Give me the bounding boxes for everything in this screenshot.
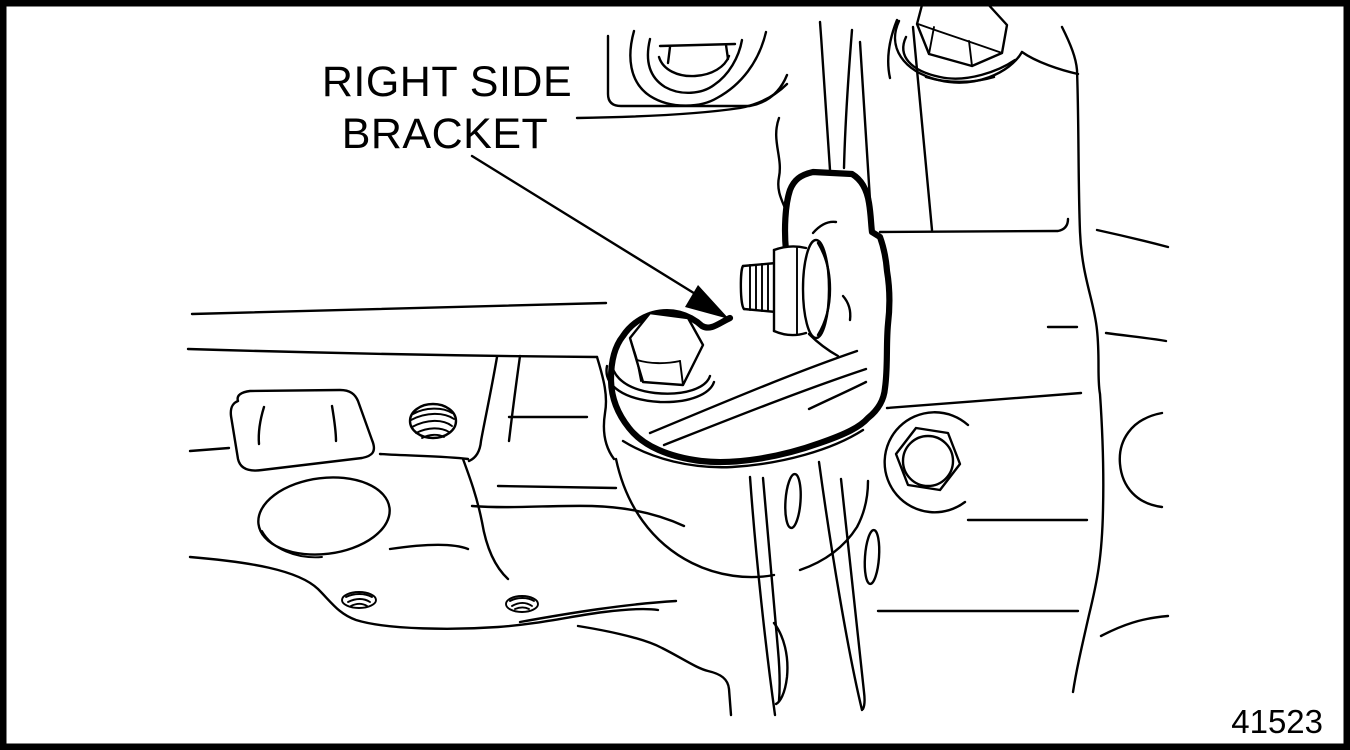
bracket-hex-bolt (605, 311, 716, 404)
frame-member (614, 20, 1170, 717)
figure-number: 41523 (1231, 703, 1323, 740)
mount-pad (229, 388, 376, 472)
bracket-face-lines (621, 220, 868, 469)
bracket-stud-nut-washer (739, 238, 832, 340)
oil-passage-oval (257, 476, 391, 559)
leader-line (470, 154, 699, 297)
recessed-hex-bolt (883, 411, 970, 514)
callout-label-line2: BRACKET (342, 110, 549, 158)
top-right-hex-bolt (887, 0, 1080, 84)
arrowhead-icon (685, 285, 729, 319)
callout: RIGHT SIDE BRACKET (322, 58, 729, 319)
threaded-hole (408, 402, 458, 440)
callout-label-line1: RIGHT SIDE (322, 58, 572, 106)
bracket-outline (607, 168, 893, 466)
engine-block-lines (186, 301, 733, 717)
flange-holes (341, 591, 539, 613)
bracket (605, 168, 893, 469)
top-mount-boss (575, 29, 789, 120)
